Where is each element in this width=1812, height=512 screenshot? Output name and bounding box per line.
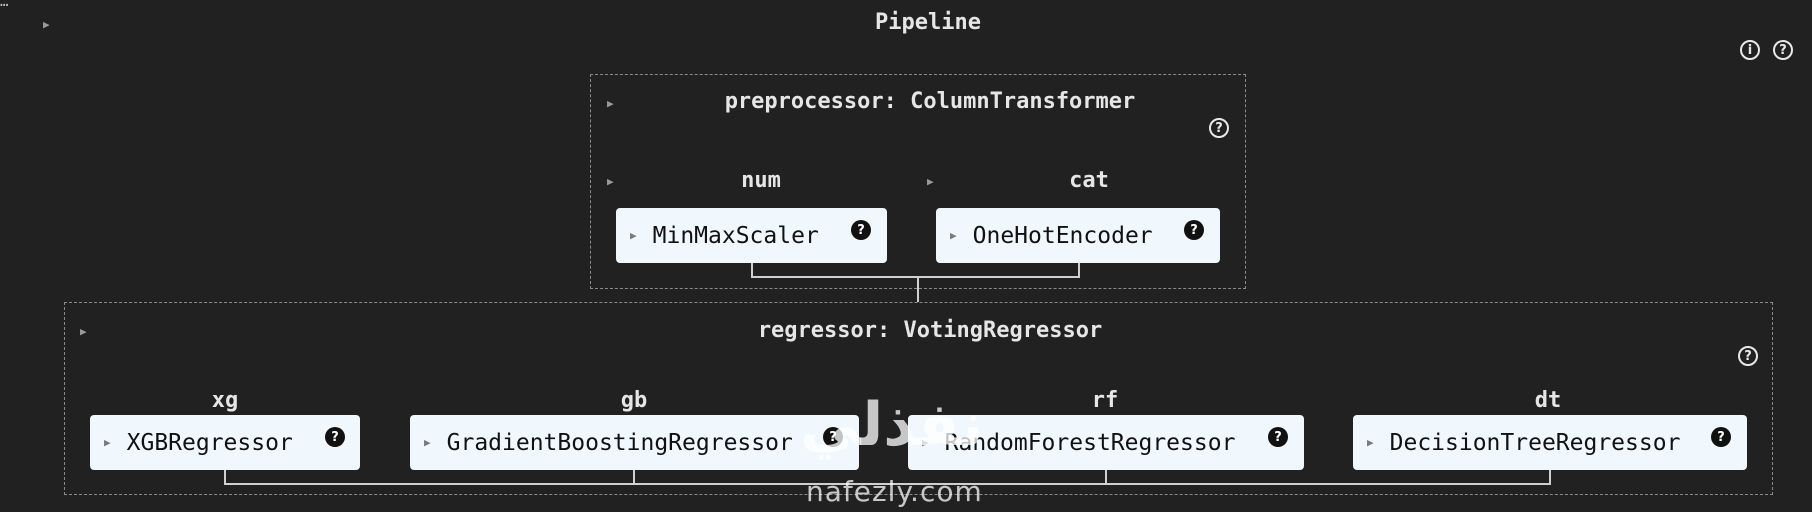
onehotencoder-estimator[interactable]: ▶ OneHotEncoder ? bbox=[936, 208, 1220, 263]
estimator-help-icon[interactable]: ? bbox=[1711, 427, 1731, 447]
pipeline-toggle-icon[interactable]: ▶ bbox=[43, 18, 50, 31]
estimator-name: XGBRegressor bbox=[126, 429, 293, 456]
ellipsis-text: … bbox=[0, 0, 10, 10]
estimator-toggle-icon: ▶ bbox=[950, 229, 957, 242]
estimator-help-icon[interactable]: ? bbox=[325, 427, 345, 447]
estimator-help-icon[interactable]: ? bbox=[1268, 427, 1288, 447]
regressor-help-icon[interactable]: ? bbox=[1738, 346, 1758, 366]
randomforestregressor-estimator[interactable]: ▶ RandomForestRegressor ? bbox=[908, 415, 1304, 470]
watermark-logo: نفذلي bbox=[800, 390, 984, 460]
estimator-name: RandomForestRegressor bbox=[944, 429, 1236, 456]
estimator-help-icon[interactable]: ? bbox=[823, 427, 843, 447]
estimator-name: MinMaxScaler bbox=[652, 222, 819, 249]
regressor-title[interactable]: regressor: VotingRegressor bbox=[757, 318, 1103, 343]
preprocessor-toggle-icon[interactable]: ▶ bbox=[607, 97, 614, 110]
connector-line bbox=[1078, 263, 1080, 277]
regressor-toggle-icon[interactable]: ▶ bbox=[80, 325, 87, 338]
connector-line bbox=[1105, 470, 1107, 484]
connector-line bbox=[1549, 470, 1551, 484]
estimator-help-icon[interactable]: ? bbox=[1184, 220, 1204, 240]
pipeline-title[interactable]: Pipeline bbox=[875, 10, 981, 35]
estimator-label-dt[interactable]: dt bbox=[1534, 388, 1562, 413]
estimator-label-xg[interactable]: xg bbox=[211, 388, 239, 413]
xgbregressor-estimator[interactable]: ▶ XGBRegressor ? bbox=[90, 415, 360, 470]
preprocessor-title[interactable]: preprocessor: ColumnTransformer bbox=[724, 89, 1136, 114]
estimator-help-icon[interactable]: ? bbox=[851, 220, 871, 240]
connector-line bbox=[633, 470, 635, 484]
connector-line bbox=[917, 277, 919, 302]
help-icon[interactable]: ? bbox=[1773, 40, 1793, 60]
connector-line bbox=[751, 263, 753, 277]
info-icon[interactable]: i bbox=[1740, 40, 1760, 60]
gradientboostingregressor-estimator[interactable]: ▶ GradientBoostingRegressor ? bbox=[410, 415, 859, 470]
connector-line bbox=[224, 483, 1551, 485]
estimator-toggle-icon: ▶ bbox=[104, 436, 111, 449]
num-toggle-icon[interactable]: ▶ bbox=[607, 175, 614, 188]
estimator-toggle-icon: ▶ bbox=[424, 436, 431, 449]
regressor-container bbox=[64, 302, 1773, 495]
estimator-name: DecisionTreeRegressor bbox=[1389, 429, 1681, 456]
connector-line bbox=[751, 276, 1080, 278]
preprocessor-help-icon[interactable]: ? bbox=[1209, 118, 1229, 138]
estimator-name: OneHotEncoder bbox=[972, 222, 1153, 249]
estimator-label-rf[interactable]: rf bbox=[1091, 388, 1119, 413]
estimator-label-gb[interactable]: gb bbox=[620, 388, 648, 413]
decisiontreeregressor-estimator[interactable]: ▶ DecisionTreeRegressor ? bbox=[1353, 415, 1747, 470]
connector-line bbox=[224, 470, 226, 484]
column-label-num[interactable]: num bbox=[741, 168, 781, 193]
minmaxscaler-estimator[interactable]: ▶ MinMaxScaler ? bbox=[616, 208, 887, 263]
estimator-name: GradientBoostingRegressor bbox=[446, 429, 793, 456]
estimator-toggle-icon: ▶ bbox=[630, 229, 637, 242]
estimator-toggle-icon: ▶ bbox=[1367, 436, 1374, 449]
column-label-cat[interactable]: cat bbox=[1069, 168, 1109, 193]
cat-toggle-icon[interactable]: ▶ bbox=[927, 175, 934, 188]
estimator-toggle-icon: ▶ bbox=[922, 436, 929, 449]
watermark-url: nafezly.com bbox=[806, 475, 983, 508]
